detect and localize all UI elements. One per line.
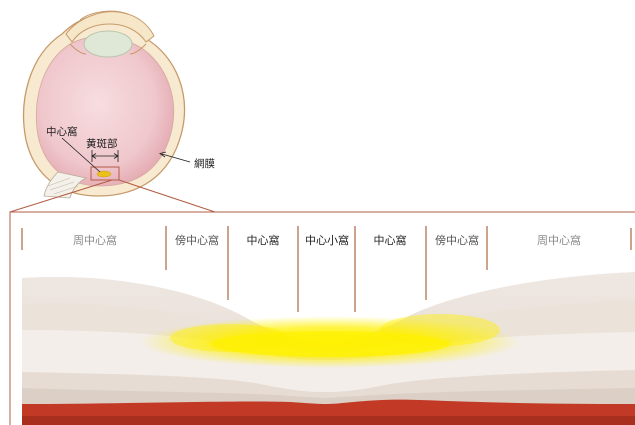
- macula-spot: [97, 171, 111, 177]
- zone-label: 周中心窩: [73, 233, 117, 247]
- label-retina: 網膜: [194, 157, 215, 170]
- cross-section: 周中心窩 傍中心窩 中心窩 中心小窩 中心窩 傍中心窩 周中心窩: [10, 212, 635, 425]
- choroid-layer: [22, 416, 635, 425]
- zone-label: 傍中心窩: [175, 233, 219, 247]
- zone-labels: 周中心窩 傍中心窩 中心窩 中心小窩 中心窩 傍中心窩 周中心窩: [73, 233, 581, 247]
- lens: [84, 31, 132, 57]
- label-fovea: 中心窩: [46, 125, 78, 138]
- zone-label: 中心窩: [374, 233, 407, 247]
- eye-illustration: 中心窩 黄斑部 網膜: [24, 11, 216, 198]
- label-macula: 黄斑部: [86, 137, 118, 150]
- zone-label: 周中心窩: [537, 233, 581, 247]
- zone-label: 傍中心窩: [435, 233, 479, 247]
- macular-pigment-left: [170, 324, 290, 352]
- macular-pigment-right: [380, 314, 500, 346]
- zone-label: 中心窩: [247, 233, 280, 247]
- zone-label: 中心小窩: [305, 233, 349, 247]
- eye-globe: [36, 37, 173, 186]
